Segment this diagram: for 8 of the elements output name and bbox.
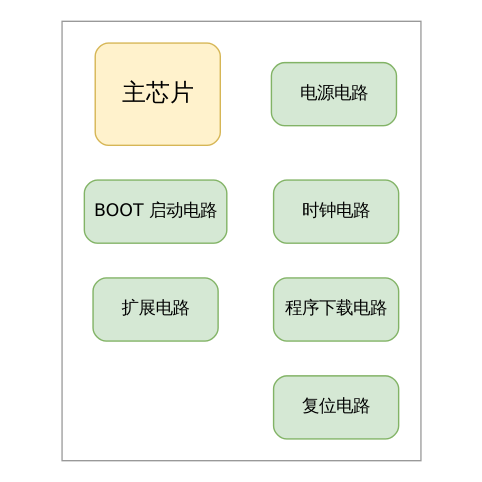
node-box: 电源电路 [270,62,397,126]
node-box: 复位电路 [272,375,399,440]
node-box: 时钟电路 [272,179,399,244]
node-box: BOOT 启动电路 [83,179,228,244]
cluster [60,20,422,462]
node-box: 程序下载电路 [272,277,399,342]
node-box: 扩展电路 [92,277,218,342]
node-box: 主芯片 [94,42,220,146]
